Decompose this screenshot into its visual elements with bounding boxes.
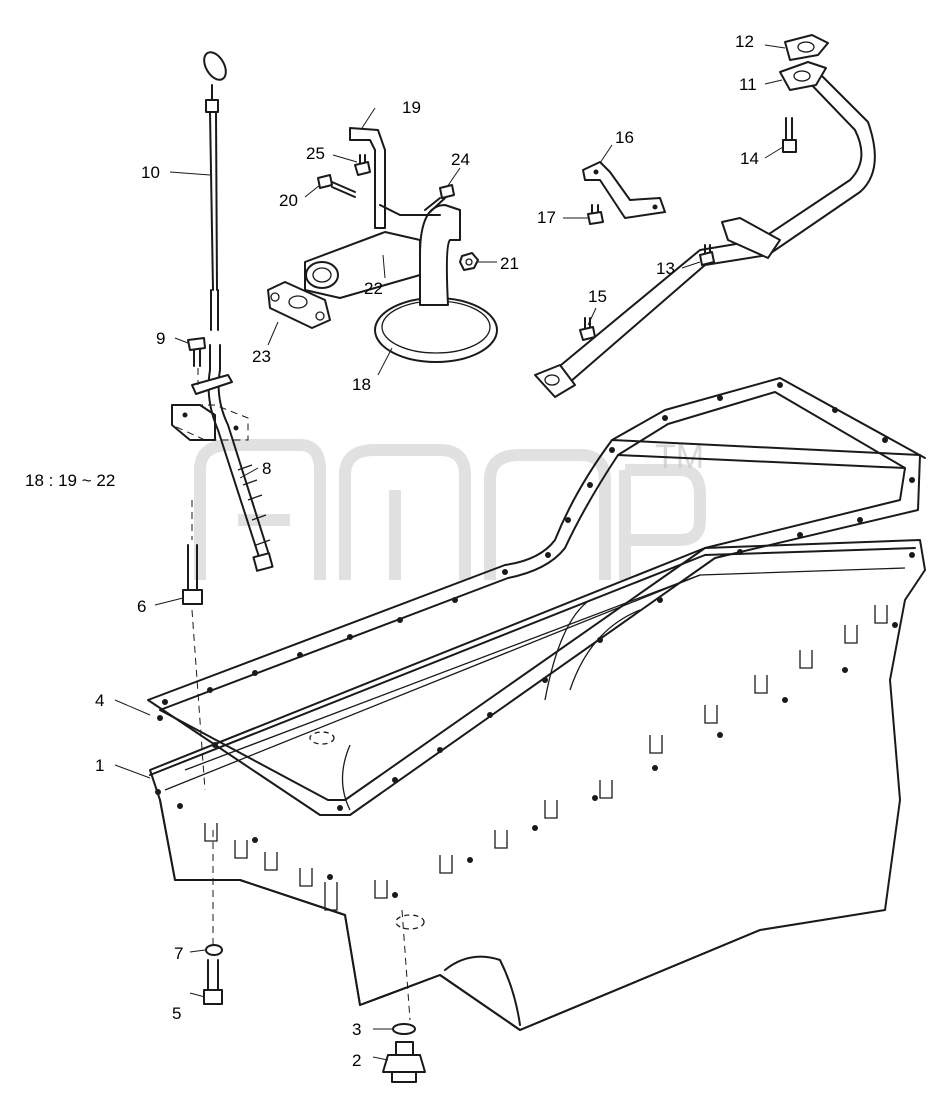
- label-part-25: 25: [306, 144, 325, 163]
- bracket-16: [582, 161, 666, 219]
- label-part-18: 18: [352, 375, 371, 394]
- label-part-15: 15: [588, 287, 607, 306]
- label-part-11: 11: [739, 75, 757, 94]
- nut-21: [459, 252, 479, 271]
- strainer-bracket-19: [349, 127, 441, 229]
- bolt-6: [182, 500, 206, 791]
- label-part-19: 19: [402, 98, 421, 117]
- label-part-9: 9: [156, 329, 165, 348]
- label-part-20: 20: [279, 191, 298, 210]
- label-part-1: 1: [95, 756, 104, 775]
- label-part-17: 17: [537, 208, 556, 227]
- label-part-8: 8: [262, 459, 271, 478]
- flange-gasket-12: [784, 34, 829, 61]
- leader-lines: [114, 44, 786, 1061]
- label-part-5: 5: [172, 1004, 181, 1023]
- label-part-3: 3: [352, 1020, 361, 1039]
- bolt-9: [187, 337, 206, 385]
- oil-pan: [149, 539, 926, 1031]
- bolt-25: [354, 154, 371, 176]
- strainer-gasket-23: [267, 281, 331, 329]
- assembly-note: 18 : 19 ~ 22: [25, 471, 115, 490]
- oil-pan-gasket: [147, 377, 926, 816]
- bolt-20: [317, 174, 356, 198]
- dipstick-tube: [207, 344, 274, 572]
- part-labels: 1 2 3 4 5 6 7 8 9 10 11 12 13 14 15 16 1…: [25, 32, 759, 1070]
- seal-ring-3: [392, 1023, 416, 1035]
- oil-pipe: [534, 71, 876, 398]
- label-part-24: 24: [451, 150, 470, 169]
- label-part-16: 16: [615, 128, 634, 147]
- label-part-7: 7: [174, 944, 183, 963]
- watermark-logo: TM: [194, 438, 706, 580]
- bolt-13: [699, 244, 715, 266]
- drain-plug-2: [382, 1041, 426, 1083]
- label-part-21: 21: [500, 254, 519, 273]
- label-part-22: 22: [364, 279, 383, 298]
- bolt-24: [424, 184, 455, 213]
- dipstick-bracket: [171, 374, 249, 441]
- label-part-6: 6: [137, 597, 146, 616]
- label-part-4: 4: [95, 691, 104, 710]
- dipstick: [203, 51, 227, 331]
- label-part-2: 2: [352, 1051, 361, 1070]
- bolt-15: [579, 317, 596, 341]
- label-part-13: 13: [656, 259, 675, 278]
- label-part-12: 12: [735, 32, 754, 51]
- label-part-10: 10: [141, 163, 160, 182]
- flange-11: [779, 61, 827, 91]
- bolt-17: [587, 204, 604, 225]
- label-part-14: 14: [740, 149, 759, 168]
- label-part-23: 23: [252, 347, 271, 366]
- oil-strainer: [304, 204, 498, 363]
- washer-7: [205, 944, 223, 956]
- bolt-14: [782, 117, 797, 153]
- bolt-5: [203, 830, 223, 1005]
